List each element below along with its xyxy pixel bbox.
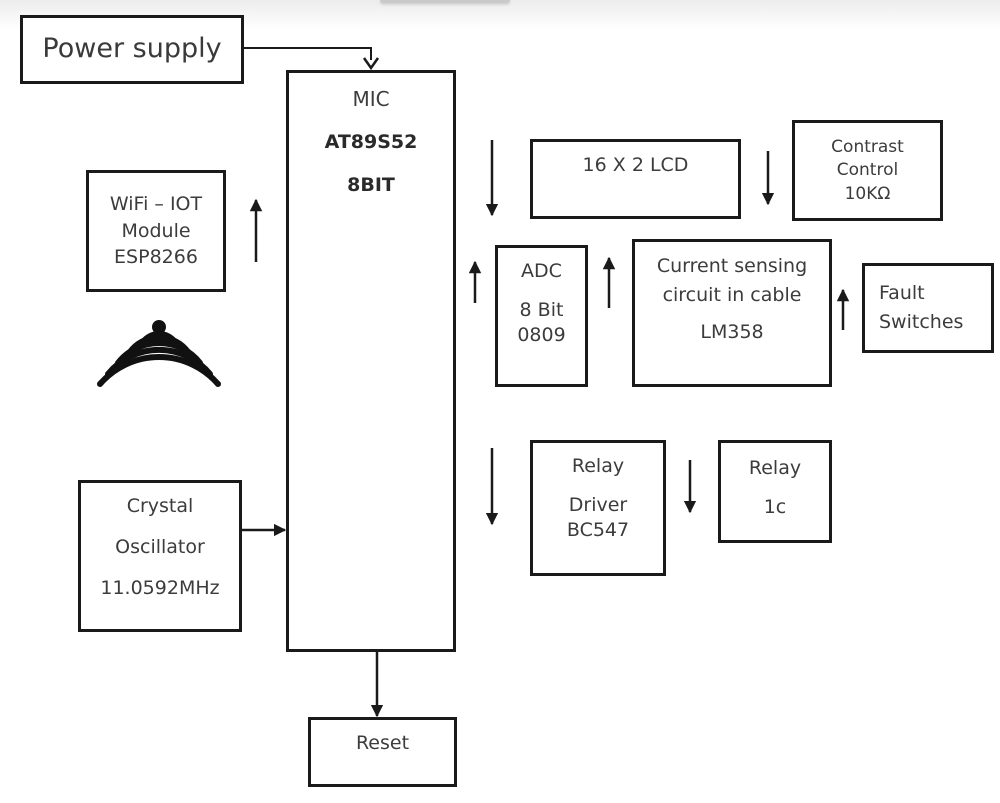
adc-model: 0809	[517, 323, 566, 346]
relay-driver-line-2: Driver	[568, 493, 628, 516]
adc-bits: 8 Bit	[519, 298, 564, 321]
lcd-label: 16 X 2 LCD	[582, 154, 689, 176]
relay-line-2: 1c	[763, 495, 787, 518]
reset-block: Reset	[308, 717, 457, 787]
wifi-line-1: WiFi – IOT	[109, 192, 203, 215]
wifi-line-3: ESP8266	[114, 246, 198, 269]
power-to-mcu-arrowhead	[362, 57, 380, 71]
power-to-mcu-wire	[244, 47, 372, 60]
contrast-line-2: Control	[836, 160, 899, 181]
wifi-line-2: Module	[121, 219, 191, 242]
current-sensing-block: Current sensing circuit in cable LM358	[632, 239, 832, 387]
contrast-line-1: Contrast	[831, 136, 904, 157]
power-supply-block: Power supply	[20, 15, 244, 84]
fault-switches-line-2: Switches	[879, 311, 964, 333]
current-sensing-line-1: Current sensing	[656, 255, 808, 277]
wifi-module-block: WiFi – IOT Module ESP8266	[86, 170, 226, 292]
contrast-line-3: 10KΩ	[844, 183, 891, 204]
contrast-control-block: Contrast Control 10KΩ	[792, 120, 943, 221]
mcu-bits: 8BIT	[347, 173, 395, 196]
mcu-label: MIC	[352, 87, 390, 111]
crystal-line-3: 11.0592MHz	[100, 576, 220, 599]
relay-driver-line-1: Relay	[571, 455, 625, 477]
current-sensing-line-3: LM358	[700, 320, 764, 343]
crystal-line-1: Crystal	[126, 495, 194, 517]
adc-label: ADC	[521, 260, 562, 282]
fault-switches-line-1: Fault	[879, 282, 925, 305]
mcu-model: AT89S52	[324, 131, 418, 153]
lcd-block: 16 X 2 LCD	[530, 139, 741, 219]
fault-switches-block: Fault Switches	[862, 263, 994, 353]
microcontroller-block: MIC AT89S52 8BIT	[286, 70, 456, 652]
relay-driver-line-3: BC547	[566, 518, 630, 541]
relay-driver-block: Relay Driver BC547	[530, 440, 666, 576]
crystal-line-2: Oscillator	[115, 535, 205, 558]
adc-block: ADC 8 Bit 0809	[495, 245, 588, 387]
top-bar	[380, 0, 510, 3]
current-sensing-line-2: circuit in cable	[662, 283, 802, 306]
wifi-signal-icon	[97, 320, 221, 387]
power-supply-label: Power supply	[42, 33, 222, 65]
relay-line-1: Relay	[748, 457, 802, 479]
reset-label: Reset	[355, 732, 410, 754]
crystal-oscillator-block: Crystal Oscillator 11.0592MHz	[78, 480, 242, 632]
relay-block: Relay 1c	[718, 440, 832, 543]
